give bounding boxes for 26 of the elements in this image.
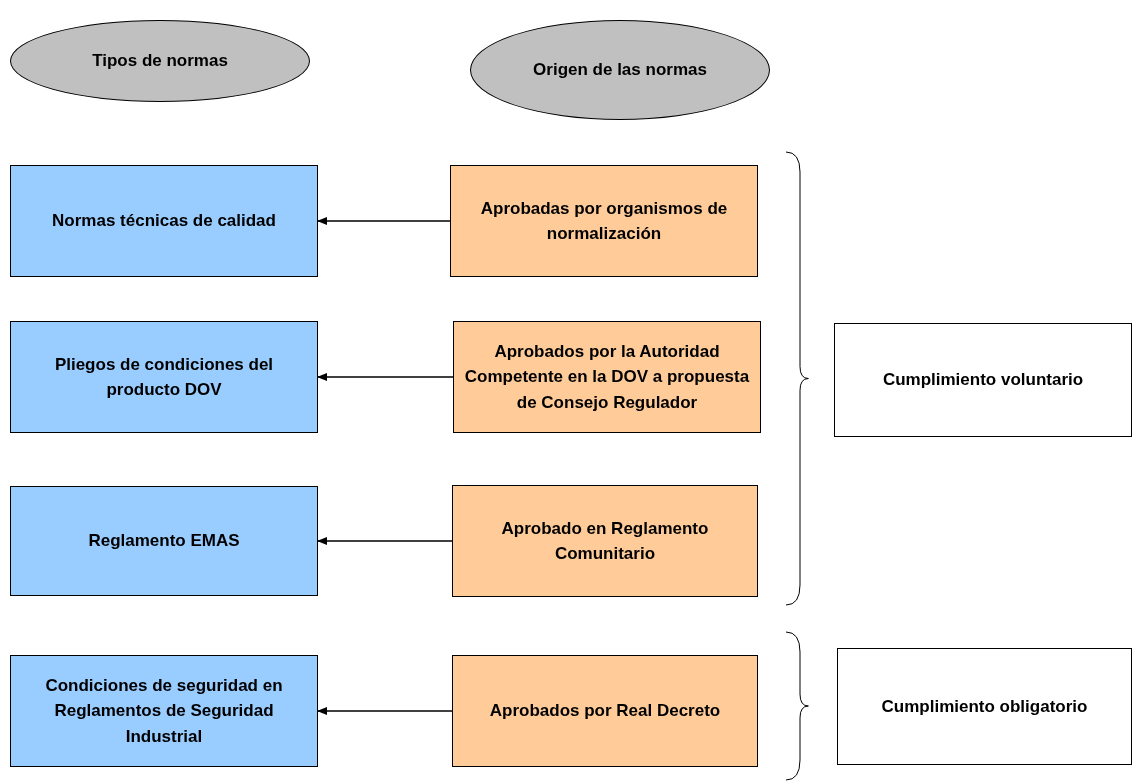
type-box — [10, 486, 318, 596]
arrow — [317, 707, 453, 715]
arrow — [317, 217, 451, 225]
box-label: Condiciones de seguridad en Reglamentos de Seguridad Industrial — [44, 674, 284, 748]
result-box — [834, 323, 1132, 437]
box-label: Aprobadas por organismos de normalización — [479, 197, 729, 245]
box-label: Normas técnicas de calidad — [52, 210, 276, 233]
box-label: Origen de las normas — [533, 59, 707, 82]
origin-box — [452, 655, 758, 767]
box-label: Aprobado en Reglamento Comunitario — [500, 517, 710, 565]
origin-box — [450, 165, 758, 277]
arrow — [317, 373, 454, 381]
result-box — [837, 648, 1132, 765]
box-label: Aprobados por Real Decreto — [489, 700, 721, 723]
origin-box — [453, 321, 761, 433]
type-box — [10, 655, 318, 767]
type-box — [10, 321, 318, 433]
box-label: Cumplimiento voluntario — [882, 369, 1084, 392]
type-box — [10, 165, 318, 277]
box-label: Tipos de normas — [92, 50, 228, 73]
box-label: Aprobados por la Autoridad Competente en la DOV a propuesta de Consejo Regulador — [463, 340, 751, 414]
arrow — [317, 537, 453, 545]
box-label: Cumplimiento obligatorio — [881, 695, 1088, 718]
box-label: Pliegos de condiciones del producto DOV — [53, 353, 275, 401]
origin-box — [452, 485, 758, 597]
box-label: Reglamento EMAS — [88, 530, 240, 553]
